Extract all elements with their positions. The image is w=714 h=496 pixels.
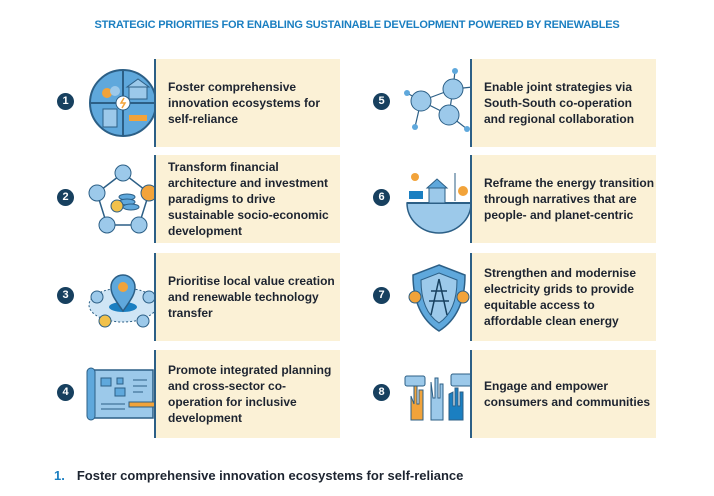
priority-5: 5 Enable joint strategies via South-Sout… bbox=[373, 59, 693, 147]
people-planet-icon bbox=[406, 173, 472, 234]
section-heading-text: Foster comprehensive innovation ecosyste… bbox=[76, 468, 464, 483]
priority-number: 2 bbox=[57, 189, 74, 206]
section-heading: 1. Foster comprehensive innovation ecosys… bbox=[54, 468, 463, 483]
priority-number: 1 bbox=[57, 93, 74, 110]
innovation-ecosystem-icon bbox=[89, 69, 157, 137]
priority-number: 4 bbox=[57, 384, 74, 401]
collaboration-network-icon bbox=[404, 68, 476, 132]
priority-card: Enable joint strategies via South-South … bbox=[470, 59, 656, 147]
priority-card: Engage and empower consumers and communi… bbox=[470, 350, 656, 438]
grid-shield-icon bbox=[408, 264, 470, 332]
local-value-pin-icon bbox=[88, 274, 158, 328]
priority-card: Promote integrated planning and cross-se… bbox=[154, 350, 340, 438]
priority-card: Transform financial architecture and inv… bbox=[154, 155, 340, 243]
priority-card: Reframe the energy transition through na… bbox=[470, 155, 656, 243]
priority-8: 8 Engage and empower consumers and commu… bbox=[373, 350, 693, 438]
section-number: 1. bbox=[54, 468, 65, 483]
priority-number: 8 bbox=[373, 384, 390, 401]
priority-number: 6 bbox=[373, 189, 390, 206]
priority-6: 6 Reframe the energy transition through … bbox=[373, 155, 693, 243]
planning-blueprint-icon bbox=[86, 367, 156, 421]
priority-3: 3 Prioritise local value creation and re… bbox=[57, 253, 377, 341]
raised-hands-icon bbox=[404, 373, 474, 421]
priority-number: 7 bbox=[373, 287, 390, 304]
priority-card: Prioritise local value creation and rene… bbox=[154, 253, 340, 341]
priority-1: 1 Foster comprehensive innovation ecosys… bbox=[57, 59, 377, 147]
priority-number: 5 bbox=[373, 93, 390, 110]
priority-card: Strengthen and modernise electricity gri… bbox=[470, 253, 656, 341]
finance-network-icon bbox=[88, 164, 158, 234]
priority-7: 7 Strengthen and modernise electricity g… bbox=[373, 253, 693, 341]
priority-2: 2 Transform financial architecture and i… bbox=[57, 155, 377, 243]
infographic-title: STRATEGIC PRIORITIES FOR ENABLING SUSTAI… bbox=[94, 19, 620, 31]
priority-card: Foster comprehensive innovation ecosyste… bbox=[154, 59, 340, 147]
priority-number: 3 bbox=[57, 287, 74, 304]
priority-4: 4 Promote integrated planning and cross-… bbox=[57, 350, 377, 438]
